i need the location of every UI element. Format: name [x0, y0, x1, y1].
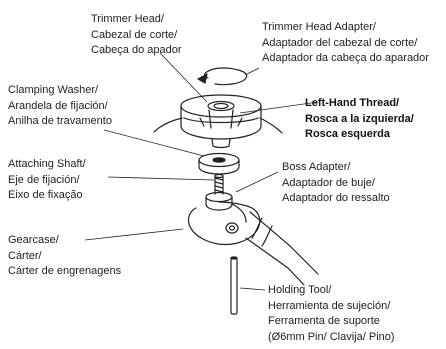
leader-lines — [84, 52, 319, 291]
attaching-shaft-label-en: Attaching Shaft/ — [8, 158, 86, 170]
holding-tool-label: Holding Tool/ Herramienta de sujeción/ F… — [268, 283, 395, 345]
attaching-shaft-label-pt: Eixo de fixação — [8, 189, 83, 201]
holding-tool-label-en: Holding Tool/ — [268, 284, 332, 296]
leader-holding-tool — [239, 287, 266, 291]
trimmer-head-adapter-part — [197, 67, 248, 86]
trimmer-head-label-es: Cabezal de corte/ — [91, 28, 178, 41]
leader-left-hand-thread — [239, 101, 319, 114]
left-hand-thread-label-es: Rosca a la izquierda/ — [305, 112, 414, 125]
left-hand-thread-label-en: Left-Hand Thread/ — [305, 97, 400, 109]
leader-attaching-shaft — [107, 176, 215, 181]
boss-adapter-label-pt: Adaptador do ressalto — [282, 192, 390, 204]
clamping-washer-label-es: Arandela de fijación/ — [8, 99, 108, 112]
gearcase-part — [187, 201, 319, 286]
left-hand-thread-label: Left-Hand Thread/ Rosca a la izquierda/ … — [305, 96, 414, 143]
trimmer-head-part — [153, 94, 283, 149]
leader-trimmer-head — [159, 52, 208, 103]
clamping-washer-label-pt: Anilha de travamento — [8, 115, 112, 127]
trimmer-head-label-en: Trimmer Head/ — [91, 13, 164, 25]
gearcase-label-es: Cárter/ — [8, 249, 42, 262]
boss-adapter-part — [205, 191, 233, 211]
trimmer-head-label-pt: Cabeça do apador — [91, 44, 182, 56]
clamping-washer-label-en: Clamping Washer/ — [8, 84, 99, 96]
clamping-washer-part — [198, 152, 240, 175]
boss-adapter-label-en: Boss Adapter/ — [282, 161, 351, 173]
attaching-shaft-label: Attaching Shaft/ Eje de fijación/ Eixo d… — [8, 157, 86, 204]
leader-clamping-washer — [103, 129, 205, 157]
holding-tool-part — [230, 256, 238, 315]
leader-gearcase — [84, 228, 184, 241]
holding-tool-label-pt: Ferramenta de suporte — [268, 315, 380, 327]
left-hand-thread-label-pt: Rosca esquerda — [305, 128, 390, 140]
gearcase-label-pt: Cárter de engrenagens — [8, 265, 122, 277]
trimmer-head-adapter-label-es: Adaptador del cabezal de corte/ — [262, 36, 418, 49]
attaching-shaft-part — [214, 173, 224, 195]
leader-trimmer-head-adapter — [244, 67, 260, 76]
boss-adapter-label: Boss Adapter/ Adaptador de buje/ Adaptad… — [282, 160, 390, 207]
holding-tool-label-es: Herramienta de sujeción/ — [268, 299, 391, 312]
clamping-washer-label: Clamping Washer/ Arandela de fijación/ A… — [8, 83, 112, 130]
trimmer-head-adapter-label: Trimmer Head Adapter/ Adaptador del cabe… — [262, 20, 429, 67]
trimmer-head-adapter-label-pt: Adaptador da cabeça do aparador — [262, 52, 429, 64]
attaching-shaft-label-es: Eje de fijación/ — [8, 173, 80, 186]
leader-boss-adapter — [235, 171, 279, 193]
boss-adapter-label-es: Adaptador de buje/ — [282, 176, 375, 189]
holding-tool-label-pin: (Ø6mm Pin/ Clavija/ Pino) — [268, 330, 395, 343]
gearcase-label-en: Gearcase/ — [8, 234, 59, 246]
gearcase-label: Gearcase/ Cárter/ Cárter de engrenagens — [8, 233, 121, 280]
trimmer-head-label: Trimmer Head/ Cabezal de corte/ Cabeça d… — [91, 12, 182, 59]
trimmer-head-adapter-label-en: Trimmer Head Adapter/ — [262, 21, 376, 33]
